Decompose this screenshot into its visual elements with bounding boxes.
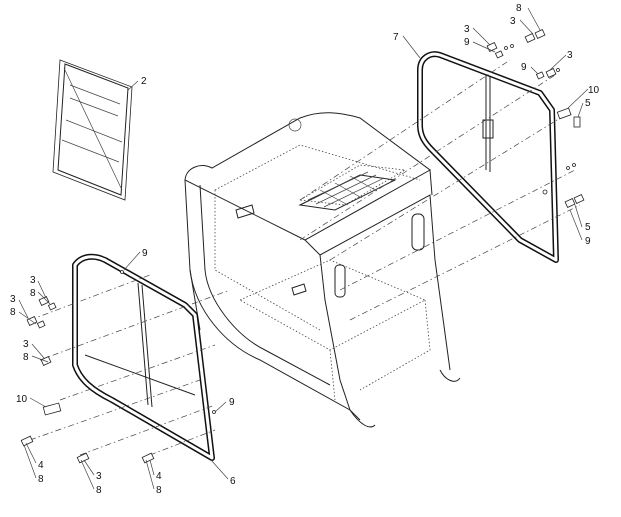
- callout-8: 8: [96, 485, 102, 496]
- callout-3: 3: [464, 24, 470, 35]
- callout-8: 8: [10, 307, 16, 318]
- assembly-centerlines: [29, 59, 581, 456]
- operator-manual-drawing: [52, 59, 133, 201]
- callout-2: 2: [141, 76, 147, 87]
- callout-8: 8: [38, 474, 44, 485]
- callout-5: 5: [585, 222, 591, 233]
- callout-9: 9: [585, 236, 591, 247]
- callout-8: 8: [30, 288, 36, 299]
- callout-9: 9: [229, 397, 235, 408]
- callout-8: 8: [156, 485, 162, 496]
- callout-9: 9: [521, 62, 527, 73]
- callout-4: 4: [38, 460, 44, 471]
- callout-10: 10: [16, 394, 28, 405]
- cab-frame-drawing: [184, 112, 461, 428]
- callout-6: 6: [230, 476, 236, 487]
- callout-leaders: [18, 7, 589, 490]
- callout-3: 3: [30, 275, 36, 286]
- callout-3: 3: [23, 339, 29, 350]
- callout-labels: 8 3 3 9 7 9 3 2 10 5 5 9 9 3 8 3 8 3 8 1…: [10, 3, 600, 496]
- callout-5: 5: [585, 98, 591, 109]
- right-door-drawing: [417, 51, 559, 263]
- callout-3: 3: [567, 50, 573, 61]
- left-door-drawing: [72, 253, 215, 461]
- callout-3: 3: [10, 294, 16, 305]
- hardware-parts: [20, 29, 585, 464]
- callout-3: 3: [510, 16, 516, 27]
- callout-8: 8: [23, 352, 29, 363]
- callout-3: 3: [96, 471, 102, 482]
- callout-9: 9: [142, 248, 148, 259]
- callout-8: 8: [516, 3, 522, 14]
- callout-4: 4: [156, 471, 162, 482]
- callout-10: 10: [588, 85, 600, 96]
- callout-7: 7: [393, 32, 399, 43]
- callout-9: 9: [464, 37, 470, 48]
